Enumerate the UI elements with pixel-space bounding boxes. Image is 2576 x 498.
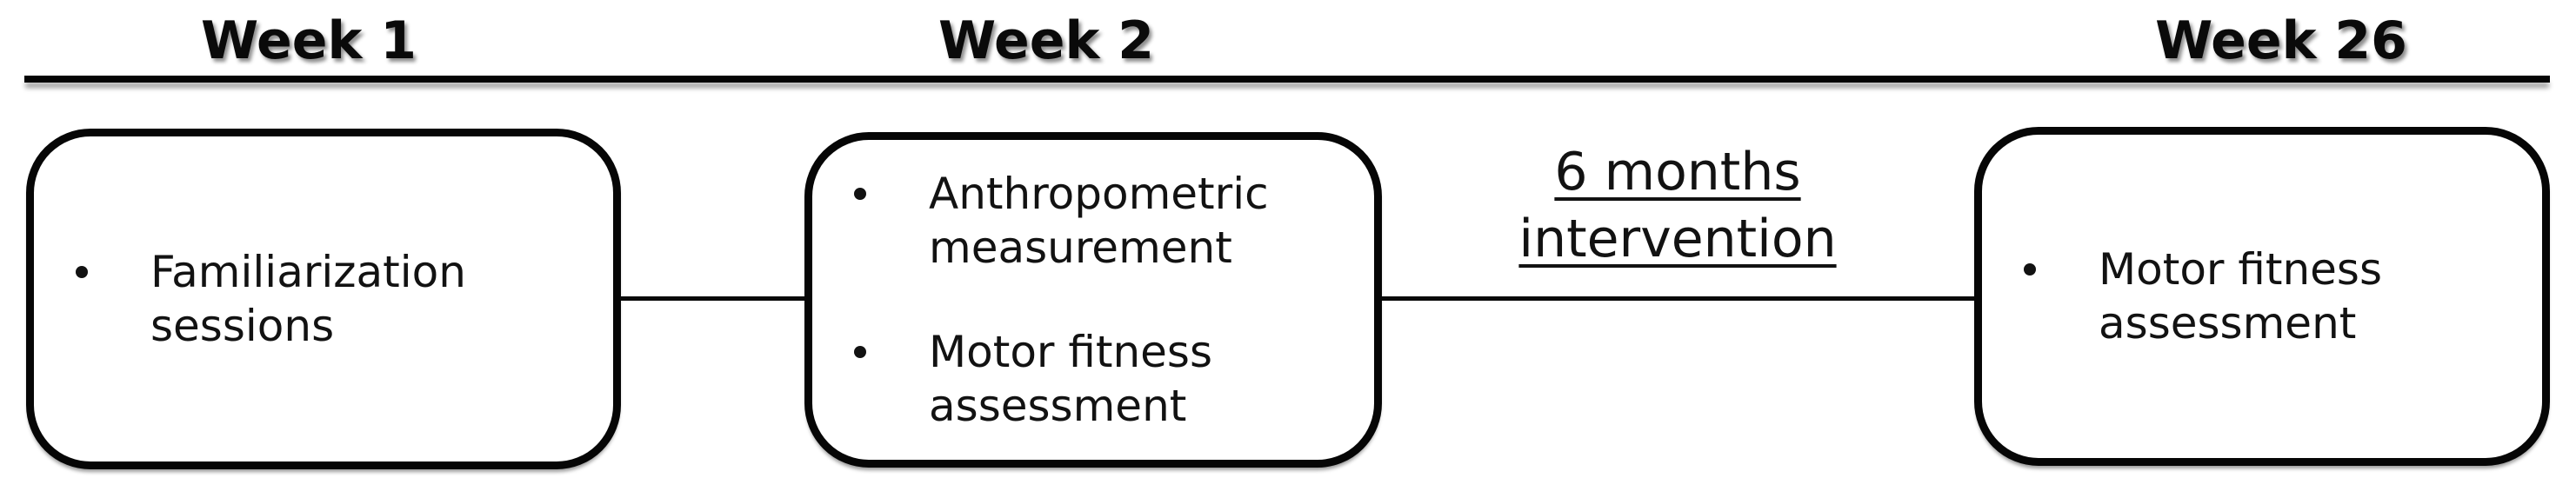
timeline-label-week1: Week 1 (201, 10, 417, 71)
bullet-icon (2024, 263, 2036, 276)
stage-week26-item-text: Motor fitness assessment (2099, 244, 2383, 349)
bullet-icon (854, 188, 866, 200)
timeline-label-week2: Week 2 (938, 10, 1154, 71)
list-item: Familiarization sessions (76, 245, 596, 353)
list-item: Anthropometric measurement (854, 167, 1357, 275)
timeline-axis-line (24, 76, 2550, 83)
stage-week1-item-text: Familiarization sessions (150, 247, 466, 351)
stage-week2-item-text-2: Motor fitness assessment (929, 327, 1213, 431)
bullet-icon (854, 346, 866, 358)
connector-line-week2-week26 (1382, 296, 1974, 301)
connector-line-week1-week2 (620, 296, 804, 301)
stage-week1-item-list: Familiarization sessions (34, 136, 613, 461)
stage-week26-item-list: Motor fitness assessment (1982, 135, 2542, 458)
stage-week2-item-list: Anthropometric measurement Motor fitness… (812, 140, 1374, 460)
stage-week2-item-text-1: Anthropometric measurement (929, 169, 1269, 273)
stage-box-week1: Familiarization sessions (26, 129, 621, 469)
stage-box-week26: Motor fitness assessment (1974, 127, 2550, 466)
bullet-icon (76, 266, 88, 278)
timeline-label-week26: Week 26 (2155, 10, 2407, 71)
intervention-duration-label: 6 months intervention (1518, 142, 1837, 269)
list-item: Motor fitness assessment (2024, 242, 2525, 350)
stage-box-week2: Anthropometric measurement Motor fitness… (804, 132, 1382, 468)
list-item: Motor fitness assessment (854, 325, 1357, 433)
